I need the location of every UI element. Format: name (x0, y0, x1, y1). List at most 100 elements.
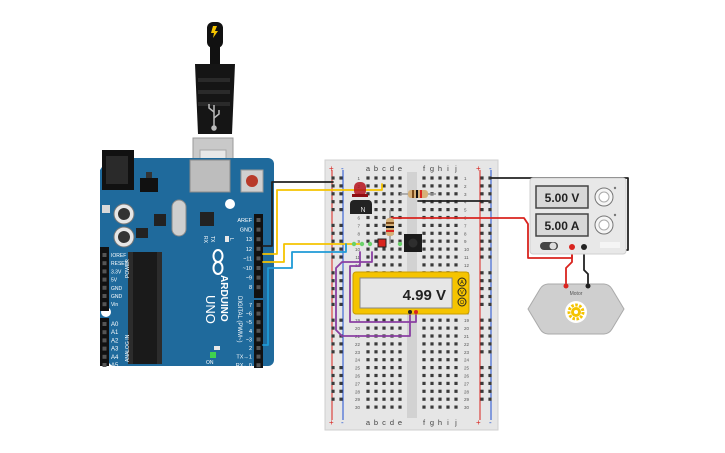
rail-hole[interactable] (488, 255, 492, 259)
multimeter[interactable]: 4.99 V AVΩ (352, 271, 470, 315)
rail-hole[interactable] (339, 366, 343, 370)
rail-hole[interactable] (488, 192, 492, 196)
rail-hole[interactable] (331, 302, 335, 306)
breadboard-hole[interactable] (382, 358, 386, 362)
reset-button[interactable] (240, 169, 264, 193)
breadboard-hole[interactable] (438, 334, 442, 338)
rail-hole[interactable] (331, 255, 335, 259)
breadboard-hole[interactable] (382, 231, 386, 235)
header-pin[interactable] (102, 261, 107, 266)
breadboard-hole[interactable] (454, 255, 458, 259)
rail-hole[interactable] (488, 200, 492, 204)
rail-hole[interactable] (331, 294, 335, 299)
breadboard-hole[interactable] (454, 231, 458, 235)
rail-hole[interactable] (488, 397, 492, 401)
breadboard-hole[interactable] (398, 184, 402, 188)
header-pin[interactable] (256, 266, 261, 270)
header-pin[interactable] (256, 363, 261, 368)
multimeter-mode-button[interactable] (457, 277, 467, 287)
breadboard-hole[interactable] (430, 239, 434, 243)
breadboard-hole[interactable] (438, 184, 442, 188)
breadboard-hole[interactable] (454, 318, 458, 322)
rail-hole[interactable] (480, 247, 484, 251)
breadboard-hole[interactable] (374, 389, 378, 393)
breadboard-hole[interactable] (446, 342, 450, 346)
breadboard-hole[interactable] (374, 366, 378, 370)
breadboard-hole[interactable] (422, 366, 426, 370)
breadboard-hole[interactable] (374, 342, 378, 346)
breadboard-hole[interactable] (390, 247, 394, 251)
rail-hole[interactable] (488, 381, 492, 385)
psu-negative-terminal[interactable] (581, 244, 587, 250)
breadboard-hole[interactable] (382, 318, 386, 322)
rail-hole[interactable] (488, 279, 492, 283)
arduino-uno-board[interactable]: ARDUINO UNO TX RX L ON AREFGND1312~11~10… (100, 150, 274, 377)
breadboard-hole[interactable] (422, 176, 426, 180)
breadboard-hole[interactable] (398, 389, 402, 393)
rail-hole[interactable] (331, 397, 335, 401)
breadboard-hole[interactable] (390, 350, 394, 354)
rail-hole[interactable] (480, 366, 484, 370)
header-pin[interactable] (102, 277, 107, 282)
breadboard-hole[interactable] (374, 326, 378, 330)
breadboard-hole[interactable] (390, 263, 394, 267)
rail-hole[interactable] (339, 326, 343, 330)
rail-hole[interactable] (488, 389, 492, 393)
breadboard-hole[interactable] (446, 326, 450, 330)
header-pin[interactable] (256, 346, 261, 350)
breadboard-hole[interactable] (454, 239, 458, 243)
rail-hole[interactable] (331, 366, 335, 370)
rail-hole[interactable] (331, 318, 335, 322)
breadboard-hole[interactable] (398, 397, 402, 401)
breadboard-hole[interactable] (374, 176, 378, 180)
rail-hole[interactable] (488, 223, 492, 227)
rail-hole[interactable] (480, 208, 484, 212)
breadboard-hole[interactable] (390, 326, 394, 330)
breadboard-hole[interactable] (430, 318, 434, 322)
breadboard-hole[interactable] (422, 350, 426, 354)
rail-hole[interactable] (488, 366, 492, 370)
breadboard-hole[interactable] (438, 263, 442, 267)
breadboard-hole[interactable] (454, 334, 458, 338)
breadboard-hole[interactable] (382, 184, 386, 188)
red-led[interactable] (352, 182, 368, 197)
rail-hole[interactable] (480, 318, 484, 322)
rail-hole[interactable] (339, 184, 343, 188)
breadboard-hole[interactable] (446, 318, 450, 322)
breadboard-hole[interactable] (382, 263, 386, 267)
rail-hole[interactable] (480, 350, 484, 354)
header-pin[interactable] (102, 322, 107, 326)
breadboard-hole[interactable] (430, 223, 434, 227)
rail-hole[interactable] (331, 184, 335, 188)
rail-hole[interactable] (339, 381, 343, 385)
breadboard-hole[interactable] (398, 223, 402, 227)
rail-hole[interactable] (488, 342, 492, 346)
breadboard-hole[interactable] (454, 389, 458, 393)
breadboard-hole[interactable] (366, 223, 370, 227)
breadboard-hole[interactable] (438, 223, 442, 227)
breadboard-hole[interactable] (374, 247, 378, 251)
rail-hole[interactable] (480, 239, 484, 243)
rail-hole[interactable] (488, 318, 492, 322)
header-pin[interactable] (256, 320, 261, 325)
rail-hole[interactable] (480, 231, 484, 235)
breadboard-hole[interactable] (454, 373, 458, 378)
breadboard-hole[interactable] (374, 397, 378, 401)
rail-hole[interactable] (480, 223, 484, 227)
breadboard-hole[interactable] (430, 342, 434, 346)
rail-hole[interactable] (488, 231, 492, 235)
rail-hole[interactable] (339, 255, 343, 259)
breadboard-hole[interactable] (430, 208, 434, 212)
breadboard-hole[interactable] (430, 397, 434, 401)
breadboard-hole[interactable] (366, 192, 370, 196)
resistor-vertical[interactable] (386, 210, 394, 244)
breadboard-hole[interactable] (398, 208, 402, 212)
breadboard-hole[interactable] (422, 318, 426, 322)
rail-hole[interactable] (339, 239, 343, 243)
breadboard-hole[interactable] (446, 366, 450, 370)
breadboard-hole[interactable] (374, 231, 378, 235)
resistor-horizontal[interactable] (400, 190, 436, 198)
breadboard-hole[interactable] (422, 326, 426, 330)
header-pin[interactable] (102, 285, 107, 290)
dc-motor[interactable]: Motor (527, 283, 625, 335)
